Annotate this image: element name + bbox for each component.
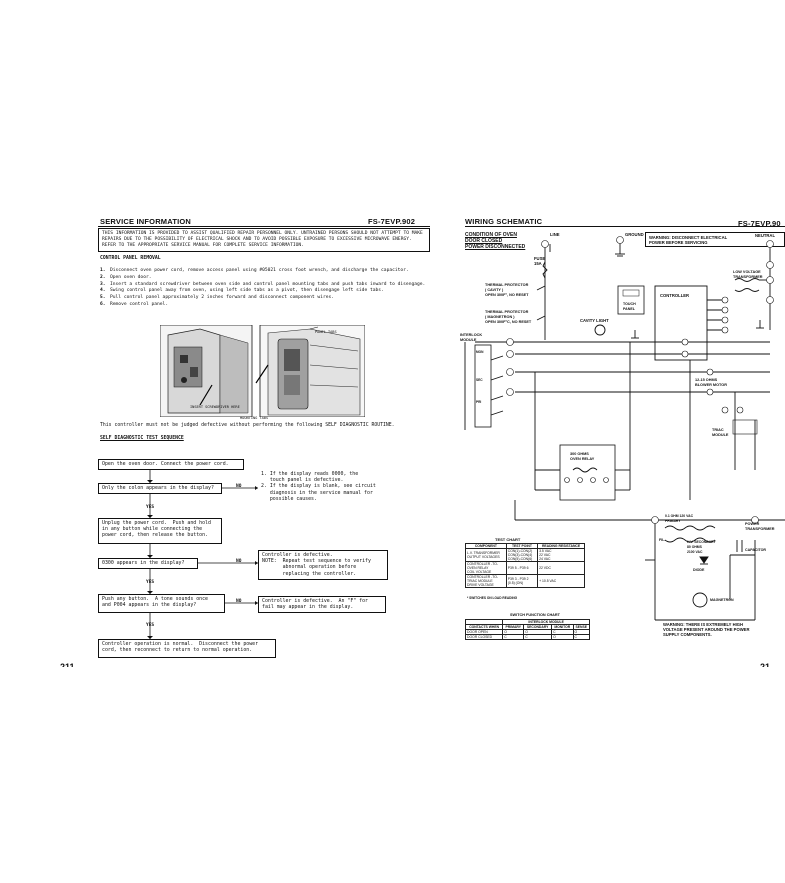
label-yes: YES [146, 580, 155, 585]
removal-step: 4.Swing control panel away from oven, us… [100, 288, 384, 294]
label-mounting-tabs: MOUNTING TABS [240, 416, 269, 420]
left-page: SERVICE INFORMATION FS-7EVP.902 THIS INF… [60, 217, 430, 672]
label-no: NO [236, 599, 242, 604]
label-pri: PRI [476, 400, 482, 404]
label-controller: CONTROLLER [660, 293, 690, 298]
diagnostic-note: This controller must not be judged defec… [100, 423, 395, 428]
label-diode: DIODE [693, 568, 705, 572]
removal-step: 3.Insert a standard screwdriver between … [100, 281, 426, 287]
label-panel-tabs: PANEL TABS [315, 330, 337, 334]
page-number: 21 [760, 662, 771, 672]
header-rule [98, 226, 430, 227]
flow-result-fail: Controller is defective. An "F" for fail… [258, 596, 386, 613]
table-row: CONTROLLER -TO- OVEN RELAY COIL VOLTAGE … [465, 561, 585, 575]
label-fuse: FUSE 15A [534, 256, 546, 266]
switch-chart-title: SWITCH FUNCTION CHART [510, 613, 560, 617]
label-fil: FIL. [659, 538, 666, 542]
warning-box: THIS INFORMATION IS PROVIDED TO ASSIST Q… [98, 228, 430, 252]
model-number: FS-7EVP.90 [738, 219, 781, 228]
label-ground: GROUND [625, 232, 644, 237]
flow-step-normal: Controller operation is normal. Disconne… [98, 639, 276, 658]
label-no: NO [236, 559, 242, 564]
control-panel-illustration [160, 325, 365, 417]
label-magnetron: MAGNETRON [710, 598, 734, 602]
warning-disconnect: WARNING: DISCONNECT ELECTRICAL POWER BEF… [645, 232, 785, 247]
label-interlock-module: INTERLOCK MODULE [460, 333, 483, 342]
label-insert-screwdriver: INSERT SCREWDRIVER HERE [190, 405, 240, 409]
flow-step-open-door: Open the oven door. Connect the power co… [98, 459, 244, 470]
label-thermal-magnetron: THERMAL PROTECTOR ( MAGNETRON ) OPEN 300… [485, 310, 532, 324]
sequence-title: SELF DIAGNOSTIC TEST SEQUENCE [100, 436, 184, 441]
label-oven-relay: 300 OHMS OVEN RELAY [570, 452, 595, 461]
label-yes: YES [146, 623, 155, 628]
label-no: NO [236, 484, 242, 489]
flow-decision-colon: Only the colon appears in the display? [98, 483, 222, 494]
label-power-transformer: POWER TRANSFORMER [745, 522, 775, 531]
wiring-schematic [464, 236, 785, 621]
flow-step-unplug: Unplug the power cord. Push and hold in … [98, 518, 222, 544]
label-thermal-cavity: THERMAL PROTECTOR ( CAVITY ) OPEN 300F°,… [485, 283, 529, 297]
label-hv-secondary: H.V. SECONDARY 80 OHMS 2100 VAC [687, 540, 716, 554]
label-triac-module: TRIAC MODULE [712, 428, 729, 437]
removal-title: CONTROL PANEL REMOVAL [100, 256, 161, 261]
flow-decision-0300: 0300 appears in the display? [98, 558, 198, 569]
label-blower-motor: 12-15 OHMS BLOWER MOTOR [695, 378, 727, 387]
removal-step: 6.Remove control panel. [100, 301, 169, 307]
label-line: LINE [550, 232, 560, 237]
flow-result-display: 1. If the display reads 0000, the touch … [258, 470, 396, 506]
oven-condition: CONDITION OF OVEN DOOR CLOSED POWER DISC… [465, 232, 526, 250]
table-row: CONTROLLER -TO- TRIAC MODULE DRIVE VOLTA… [465, 574, 585, 588]
table-row: L.V. TRANSFORMER OUTPUT VOLTAGES CON(1)-… [465, 548, 585, 562]
test-chart-title: TEST CHART [495, 537, 521, 542]
table-row: DOOR CLOSED C C O C [464, 634, 591, 640]
switch-chart: INTERLOCK MODULE CONTACTS WHEN PRIMARY S… [464, 619, 591, 640]
test-chart: COMPONENT TEST POINT READING RESISTANCE … [465, 543, 585, 588]
label-neutral: NEUTRAL [755, 233, 776, 238]
section-title: WIRING SCHEMATIC [465, 217, 543, 226]
flow-decision-p004: Push any button. A tone sounds once and … [98, 594, 225, 613]
removal-step: 5.Pull control panel approximately 2 inc… [100, 295, 335, 301]
flow-result-defective: Controller is defective. NOTE: Repeat te… [258, 550, 388, 580]
label-cavity-light: CAVITY LIGHT [580, 318, 609, 323]
removal-steps: 1.Disconnect oven power cord, remove acc… [100, 268, 430, 309]
label-mon: MON [476, 350, 484, 354]
label-sec: SEC [476, 378, 483, 382]
label-touch-panel: TOUCH PANEL [623, 302, 636, 311]
model-number: FS-7EVP.902 [368, 217, 416, 226]
right-page: WIRING SCHEMATIC FS-7EVP.90 CONDITION OF… [455, 0, 785, 883]
warning-high-voltage: WARNING: THERE IS EXTREMELY HIGH VOLTAGE… [663, 622, 750, 637]
section-title: SERVICE INFORMATION [100, 217, 192, 226]
page-number: 211 [60, 662, 75, 672]
test-chart-footnote: * SWITCHES ON LOAD READING [467, 596, 518, 600]
label-primary: 0.1 OHM 120 VAC PRIMARY [665, 514, 694, 523]
label-capacitor: CAPACITOR [745, 548, 767, 552]
flowchart-connectors [147, 470, 258, 639]
removal-step: 2.Open oven door. [100, 274, 152, 280]
label-yes: YES [146, 505, 155, 510]
removal-step: 1.Disconnect oven power cord, remove acc… [100, 268, 409, 273]
label-low-voltage-transformer: LOW VOLTAGE TRANSFORMER [733, 270, 763, 279]
header-rule [465, 226, 785, 227]
